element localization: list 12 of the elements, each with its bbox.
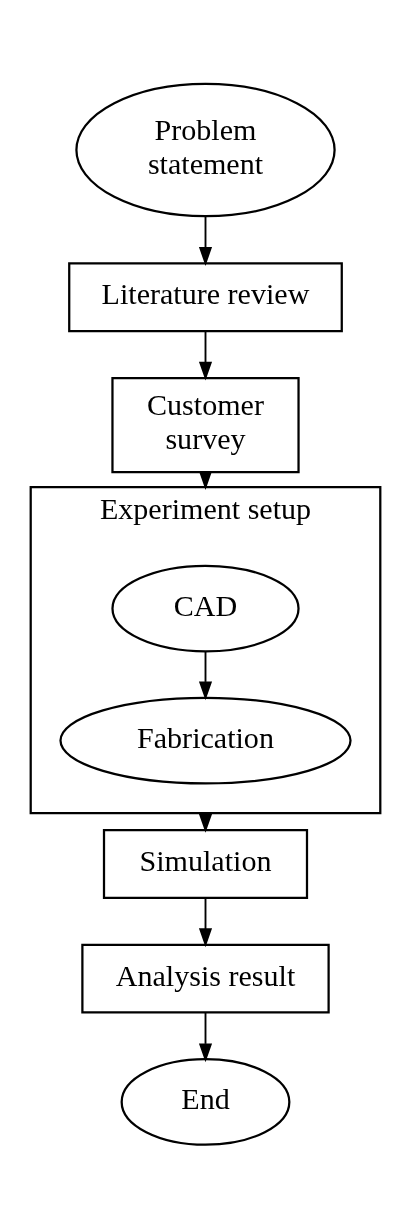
arrow [198,215,213,266]
node-ellipse: End [120,1058,291,1146]
node-box: Literature review [68,262,343,333]
arrow [198,896,213,948]
arrow [198,650,213,701]
node-box: Analysis result [81,943,330,1014]
arrow [198,330,213,381]
node-ellipse: Fabrication [59,696,352,785]
node-ellipse: Problem statement [75,82,336,218]
arrow [198,1011,213,1063]
node-box: Simulation [102,829,309,899]
node-ellipse: CAD [111,564,300,653]
